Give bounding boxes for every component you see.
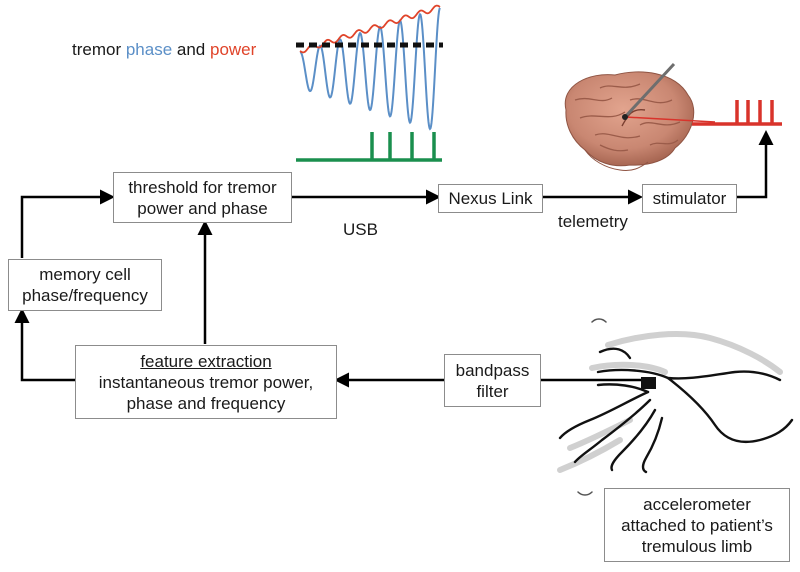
memory-cell-box: memory cell phase/frequency (8, 259, 162, 311)
phase-waveform (299, 7, 441, 131)
stimulator-box: stimulator (642, 184, 737, 213)
accelerometer-icon (641, 377, 656, 389)
brain-illustration (564, 62, 716, 171)
telemetry-label: telemetry (558, 212, 628, 231)
threshold-line-1: threshold for tremor (128, 177, 277, 197)
feature-extraction-box: feature extraction instantaneous tremor … (75, 345, 337, 419)
accelerometer-line-1: accelerometer (643, 494, 751, 514)
tremor-signal-plot (296, 4, 443, 162)
bandpass-filter-box: bandpass filter (444, 354, 541, 407)
legend-prefix: tremor (72, 40, 126, 59)
memory-line-1: memory cell (39, 265, 131, 284)
signal-legend: tremor phase and power (72, 40, 256, 60)
bandpass-line-2: filter (476, 381, 509, 401)
legend-power: power (209, 40, 257, 59)
flow-connectors (14, 130, 774, 388)
nexus-link-box: Nexus Link (438, 184, 543, 213)
hand-illustration (557, 318, 794, 496)
bandpass-line-1: bandpass (455, 360, 530, 380)
stimulator-label: stimulator (652, 189, 727, 208)
stimulation-pulses (296, 132, 442, 162)
usb-label: USB (343, 220, 378, 239)
threshold-line-2: power and phase (137, 198, 268, 218)
feature-title: feature extraction (140, 351, 272, 371)
feature-line-2: phase and frequency (126, 393, 286, 413)
nexus-link-label: Nexus Link (448, 189, 533, 208)
brain-stimulation-pulses (692, 100, 782, 126)
memory-line-2: phase/frequency (22, 286, 148, 305)
legend-mid: and (172, 40, 210, 59)
threshold-box: threshold for tremor power and phase (113, 172, 292, 223)
accelerometer-line-2: attached to patient’s (621, 515, 773, 535)
feature-line-1: instantaneous tremor power, (98, 372, 314, 392)
legend-phase: phase (125, 40, 173, 59)
accelerometer-box: accelerometer attached to patient’s trem… (604, 488, 790, 562)
accelerometer-line-3: tremulous limb (641, 536, 753, 556)
